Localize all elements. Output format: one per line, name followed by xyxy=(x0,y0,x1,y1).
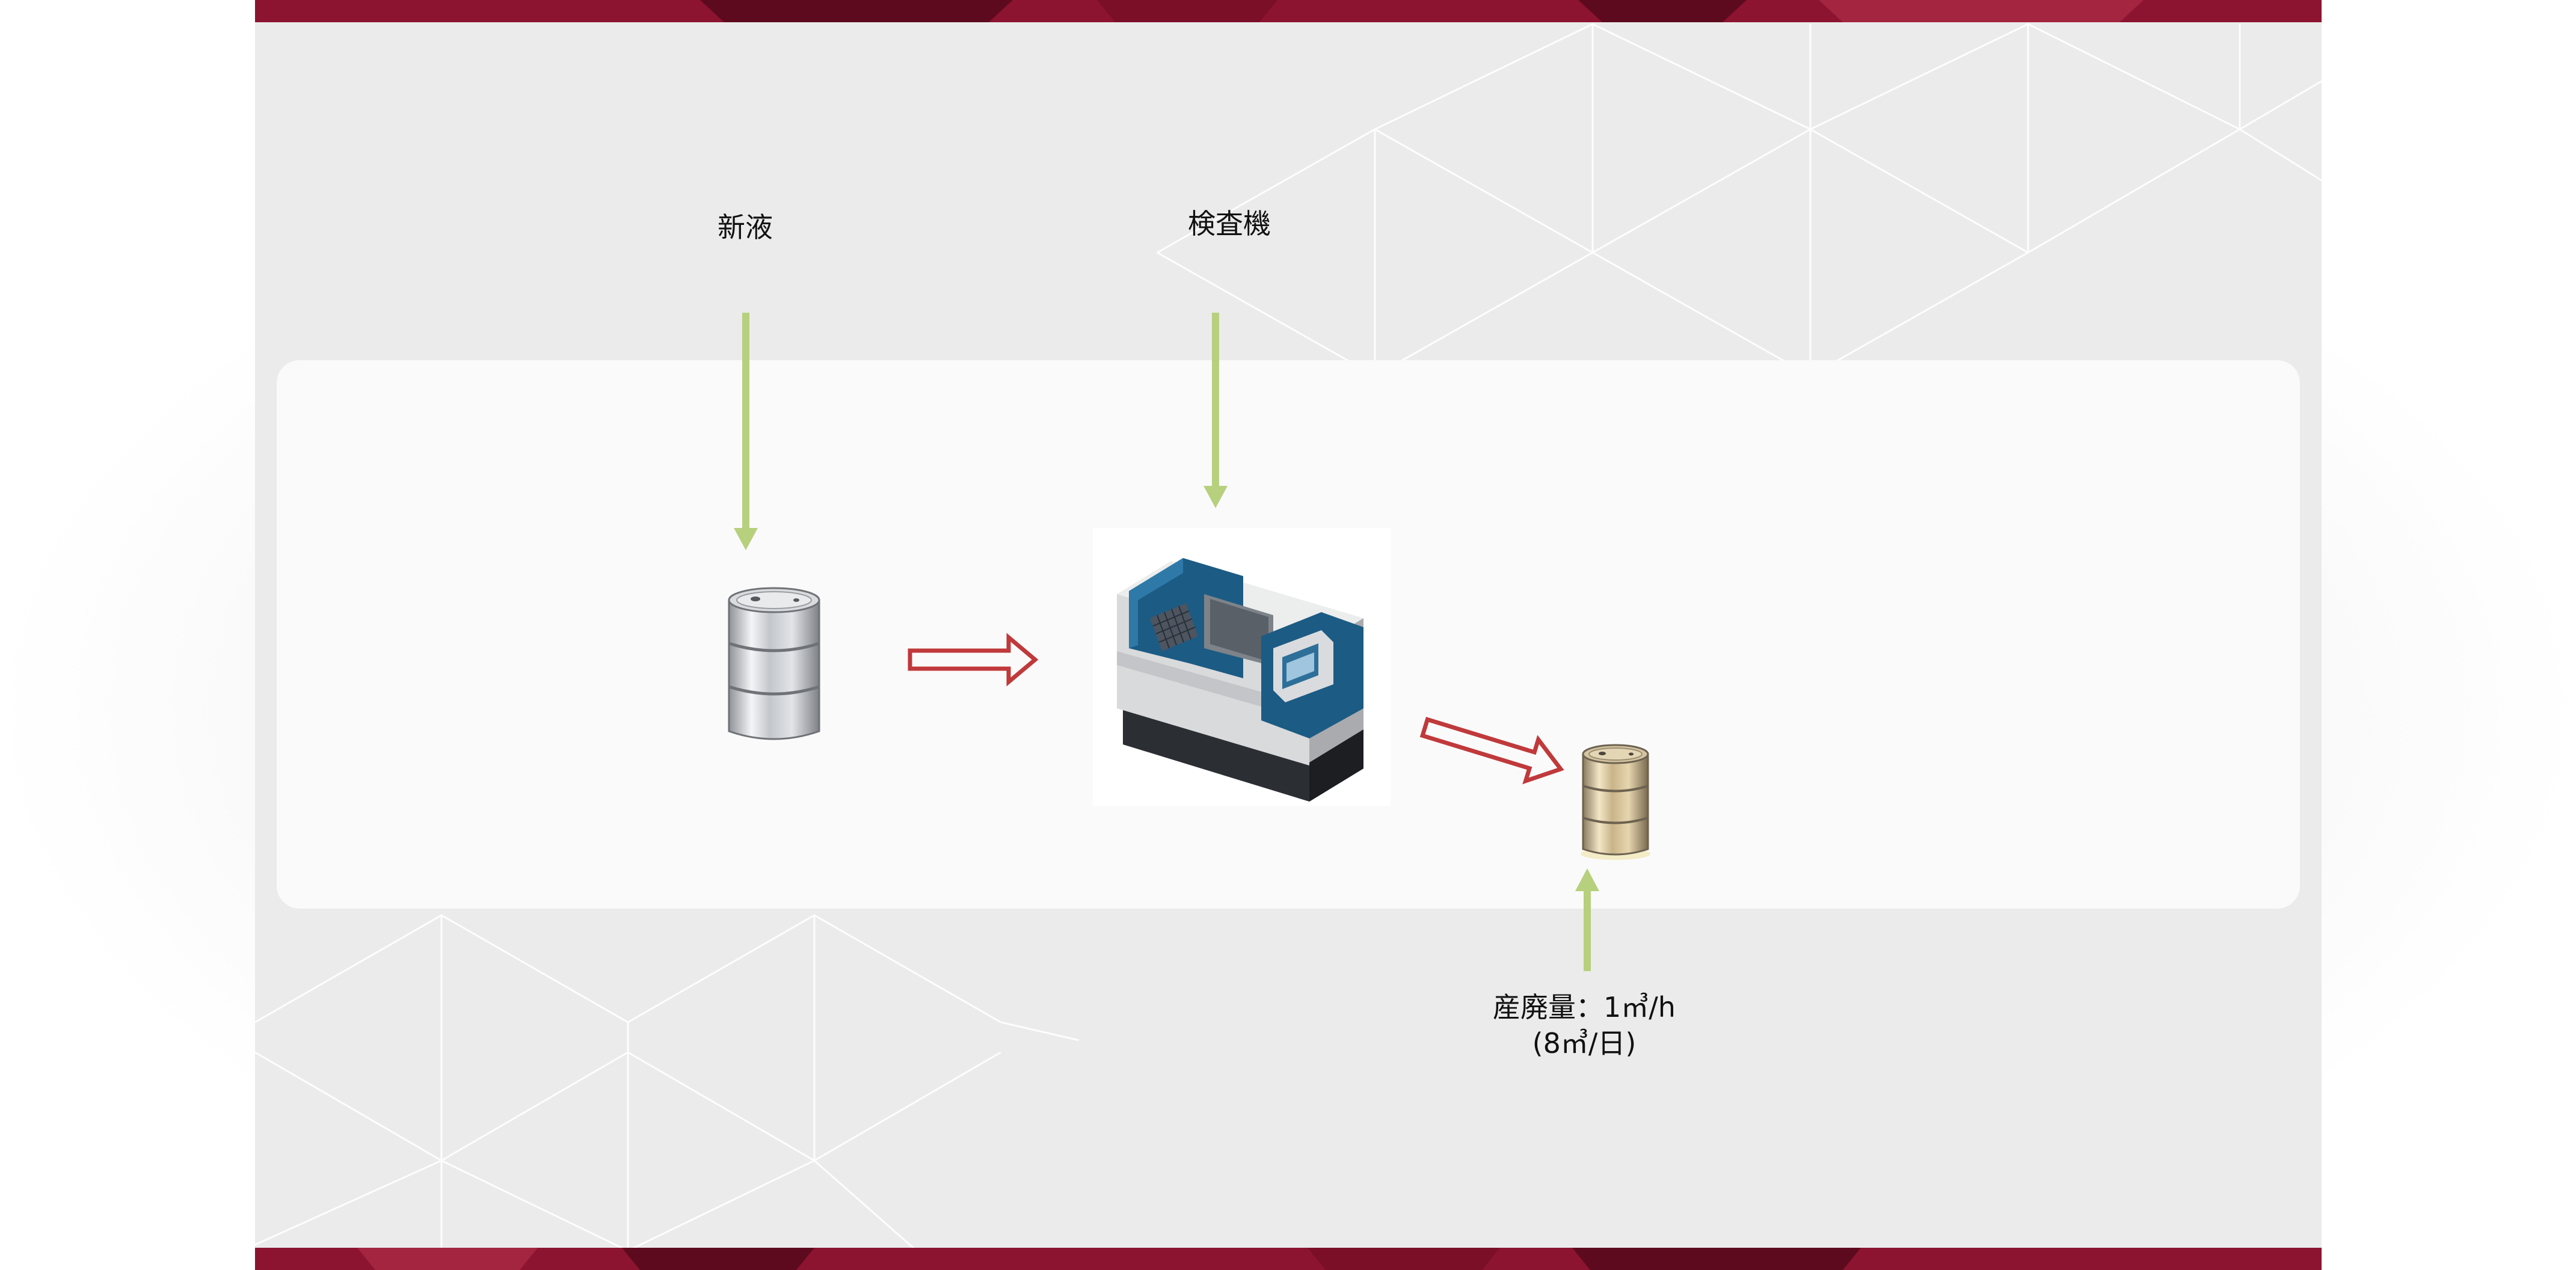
slide: 新液 検査機 産廃量：1㎥/h (8㎥/日) xyxy=(255,0,2322,1270)
new-liquid-label: 新液 xyxy=(718,211,773,244)
bottom-banner xyxy=(255,1248,2322,1270)
waste-amount-label: 産廃量：1㎥/h (8㎥/日) xyxy=(1493,991,1676,1060)
waste-amount-arrow xyxy=(1575,868,1599,971)
silver-drum-icon xyxy=(728,587,820,740)
gold-drum-icon xyxy=(1581,744,1650,860)
inspection-machine-label: 検査機 xyxy=(1188,207,1271,240)
inspection-machine-arrow xyxy=(1203,313,1228,508)
triangle-pattern-decoration xyxy=(255,23,2322,1252)
flow-arrow-to-machine xyxy=(908,633,1039,687)
flow-arrow-to-waste xyxy=(1419,717,1564,785)
cnc-machine-icon xyxy=(1093,528,1391,806)
new-liquid-arrow xyxy=(734,313,758,550)
top-banner xyxy=(255,0,2322,22)
